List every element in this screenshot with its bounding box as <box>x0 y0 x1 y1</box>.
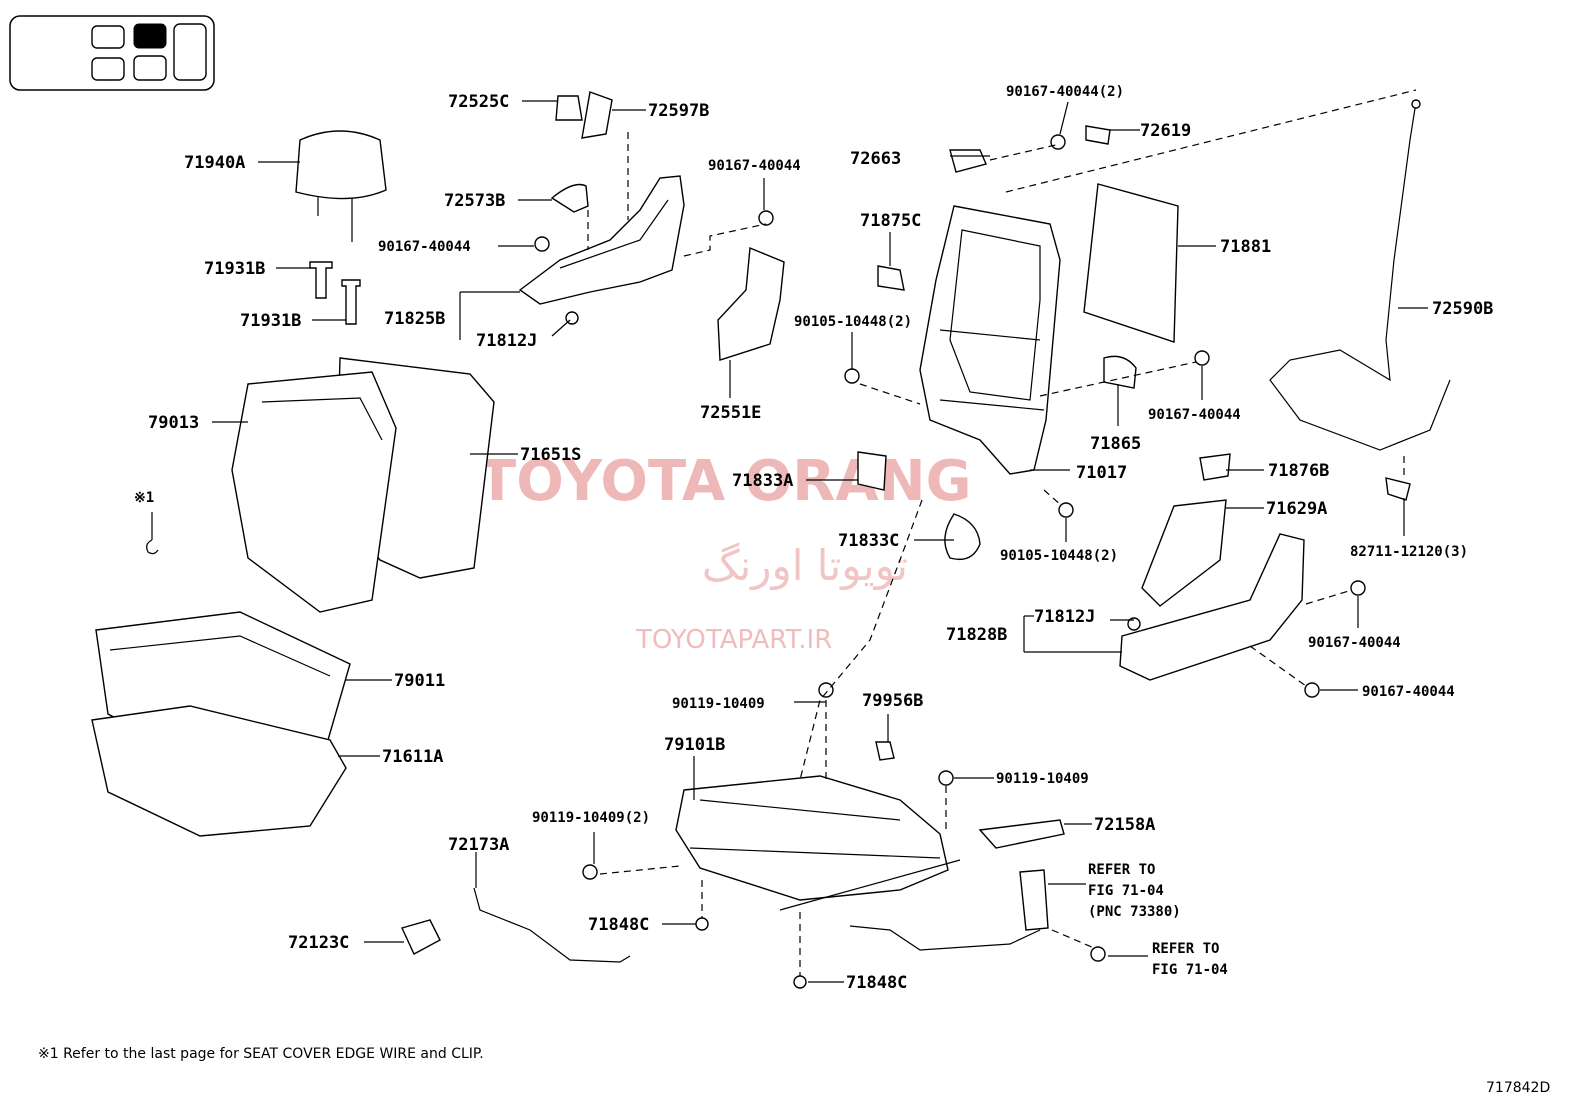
label-90167-a: 90167-40044 <box>708 158 801 174</box>
label-90167-c: 90167-40044 <box>1148 407 1241 423</box>
back-board-part <box>1083 183 1179 343</box>
label-90167-b: 90167-40044 <box>378 239 471 255</box>
watermark-persian: تویوتا اورنگ <box>702 541 908 590</box>
label-72619: 72619 <box>1140 121 1191 141</box>
headrest-guide-part <box>309 261 361 325</box>
label-72158A: 72158A <box>1094 815 1155 835</box>
seatback-pad-part <box>231 357 495 613</box>
refer1-line2: FIG 71-04 <box>1088 883 1164 899</box>
cable-clamp-part <box>1385 477 1411 501</box>
label-71611A: 71611A <box>382 747 443 767</box>
label-71812J-b: 71812J <box>1034 607 1095 627</box>
label-71881: 71881 <box>1220 237 1271 257</box>
label-71812J-a: 71812J <box>476 331 537 351</box>
label-note1-mark: ※1 <box>134 490 154 506</box>
hinge-cover-outer-part <box>518 175 685 305</box>
cover-clip-part <box>555 91 613 139</box>
seat-frame-part <box>675 775 961 911</box>
release-cable-part <box>1269 99 1451 451</box>
label-90105-b: 90105-10448(2) <box>1000 548 1118 564</box>
label-71651S: 71651S <box>520 445 581 465</box>
label-79011: 79011 <box>394 671 445 691</box>
label-90119-b: 90119-10409 <box>996 771 1089 787</box>
label-71875C: 71875C <box>860 211 921 231</box>
label-71931B-b: 71931B <box>240 311 301 331</box>
seat-cushion-part <box>91 611 351 837</box>
outer-cover-part <box>1119 533 1305 681</box>
seatback-frame-part <box>919 205 1061 475</box>
lever-clip-part <box>1085 125 1111 145</box>
label-72590B: 72590B <box>1432 299 1493 319</box>
label-71848C-a: 71848C <box>588 915 649 935</box>
label-79956B: 79956B <box>862 691 923 711</box>
label-90167-d: 90167-40044 <box>1308 635 1401 651</box>
belt-buckle-part <box>849 869 1049 951</box>
label-71833A: 71833A <box>732 471 793 491</box>
label-71931B-a: 71931B <box>204 259 265 279</box>
hinge-cover-inner-part <box>717 246 785 361</box>
label-71833C: 71833C <box>838 531 899 551</box>
rail-cover-part <box>978 819 1065 849</box>
lock-cover-part <box>857 451 887 491</box>
label-71940A: 71940A <box>184 153 245 173</box>
clip-part <box>875 741 895 761</box>
refer1-line3: (PNC 73380) <box>1088 904 1181 920</box>
label-72573B: 72573B <box>444 191 505 211</box>
strap-guide-part <box>1103 355 1137 389</box>
label-72597B: 72597B <box>648 101 709 121</box>
label-90119-2: 90119-10409(2) <box>532 810 650 826</box>
label-72173A: 72173A <box>448 835 509 855</box>
label-72123C: 72123C <box>288 933 349 953</box>
footer-note: ※1 Refer to the last page for SEAT COVER… <box>38 1046 484 1062</box>
figure-code: 717842D <box>1486 1080 1550 1096</box>
watermark-brand: TOYOTA ORANG <box>478 449 972 514</box>
label-71629A: 71629A <box>1266 499 1327 519</box>
label-90119-a: 90119-10409 <box>672 696 765 712</box>
label-72551E: 72551E <box>700 403 761 423</box>
label-71017: 71017 <box>1076 463 1127 483</box>
inner-cover-part <box>1141 499 1227 607</box>
refer1-line1: REFER TO <box>1088 862 1155 878</box>
label-72663: 72663 <box>850 149 901 169</box>
label-72525C: 72525C <box>448 92 509 112</box>
refer2-line1: REFER TO <box>1152 941 1219 957</box>
leader-lines <box>151 100 1428 983</box>
cover-clip-small-part <box>401 919 441 955</box>
edge-wire-part <box>473 887 631 963</box>
clip-icon <box>146 539 159 555</box>
label-71876B: 71876B <box>1268 461 1329 481</box>
hinge-cover-part <box>550 183 589 213</box>
label-90167-e: 90167-40044 <box>1362 684 1455 700</box>
lock-cover-inner-part <box>944 513 981 561</box>
label-90167-2: 90167-40044(2) <box>1006 84 1124 100</box>
label-71848C-b: 71848C <box>846 973 907 993</box>
assembly-lines <box>587 89 1417 976</box>
watermark-site: TOYOTAPART.IR <box>635 625 832 655</box>
label-71828B: 71828B <box>946 625 1007 645</box>
label-90105-a: 90105-10448(2) <box>794 314 912 330</box>
label-82711: 82711-12120(3) <box>1350 544 1468 560</box>
cover-cap-part <box>1199 453 1231 481</box>
label-79101B: 79101B <box>664 735 725 755</box>
release-lever-part <box>949 149 987 173</box>
label-79013: 79013 <box>148 413 199 433</box>
refer2-line2: FIG 71-04 <box>1152 962 1228 978</box>
refer-notes: REFER TO FIG 71-04 (PNC 73380) REFER TO … <box>1088 862 1228 978</box>
label-71825B: 71825B <box>384 309 445 329</box>
label-71865: 71865 <box>1090 434 1141 454</box>
part-labels: 72525C 72597B 71940A 72573B 90167-40044 … <box>134 84 1493 993</box>
headrest-part <box>295 130 387 242</box>
seat-position-icon <box>9 15 215 91</box>
pad-part <box>877 265 905 291</box>
